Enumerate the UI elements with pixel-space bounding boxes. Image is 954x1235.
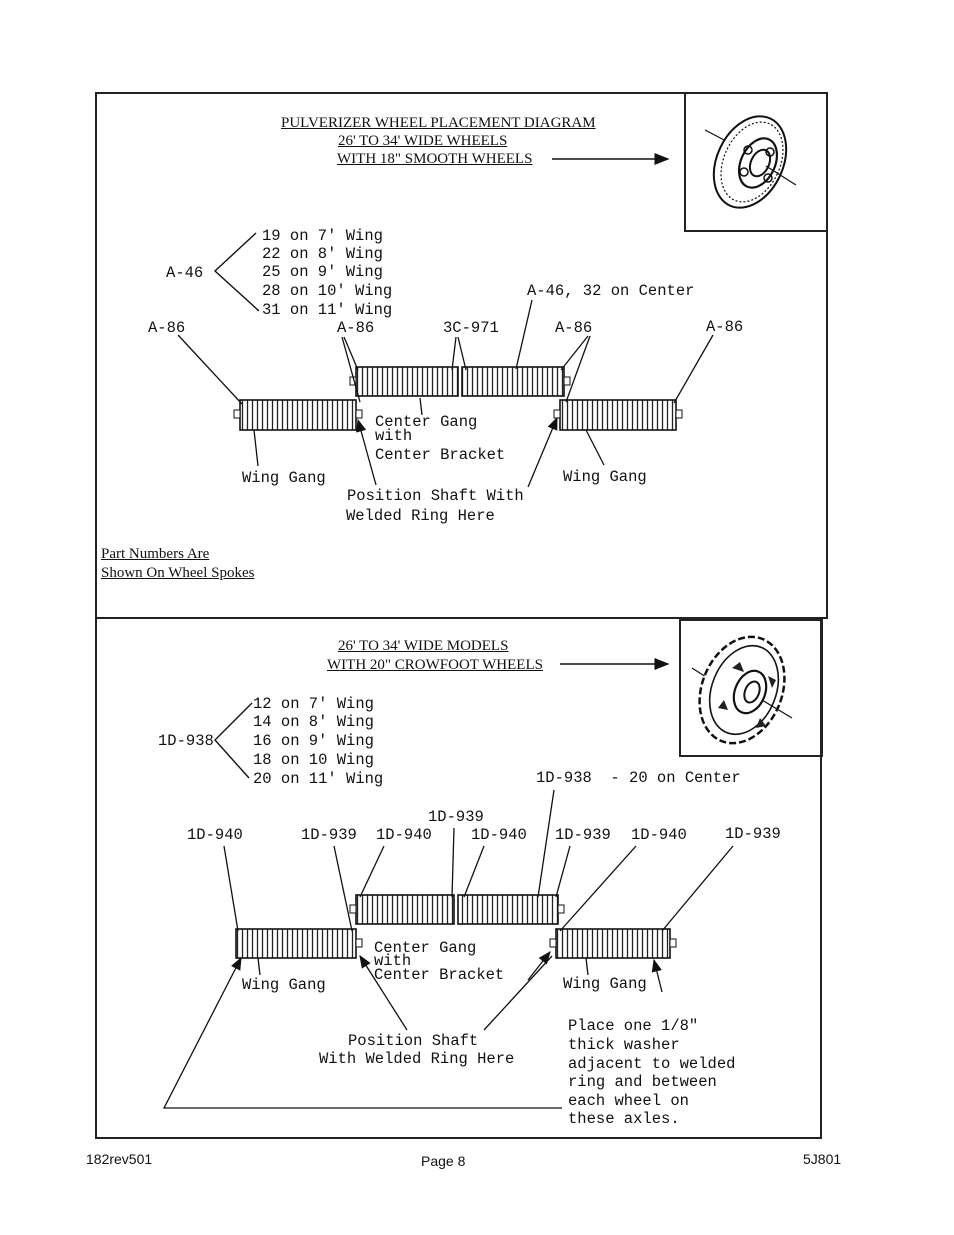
footer-doc-revision: 182rev501 (86, 1151, 153, 1167)
part-numbers-note-2: Shown On Wheel Spokes (101, 565, 255, 581)
bottom-left-wing-gang (235, 928, 363, 959)
bottom-wing-count-2: 14 on 8' Wing (253, 713, 374, 731)
top-center-gang-left (349, 366, 459, 397)
bottom-label-1d940-c: 1D-940 (471, 826, 527, 844)
smooth-wheel-icon (704, 115, 797, 209)
bottom-position-shaft-line-1: Position Shaft (348, 1032, 479, 1050)
washer-note-line-2: thick washer (568, 1036, 680, 1054)
bottom-label-1d939-f: 1D-939 (725, 825, 781, 843)
bottom-title-line-2: WITH 20" CROWFOOT WHEELS (327, 657, 543, 673)
bottom-center-gang-label-1: Center Gang (374, 939, 477, 957)
bottom-wing-count-4: 18 on 10 Wing (253, 751, 374, 769)
top-position-shaft-line-1: Position Shaft With (347, 487, 524, 505)
top-center-count-label: A-46, 32 on Center (527, 282, 695, 300)
top-wing-count-1: 19 on 7' Wing (262, 227, 383, 245)
bottom-label-1d939-top: 1D-939 (428, 808, 484, 826)
bottom-position-shaft-line-2: With Welded Ring Here (319, 1050, 515, 1068)
footer-page-number: Page 8 (421, 1153, 466, 1169)
top-left-wing-gang (233, 399, 363, 431)
washer-note-line-4: ring and between (568, 1073, 717, 1091)
bottom-group-label: 1D-938 (158, 732, 214, 750)
bottom-center-gang-label-3: Center Bracket (374, 966, 505, 984)
top-wing-count-3: 25 on 9' Wing (262, 263, 383, 281)
crowfoot-wheel-icon (691, 635, 793, 745)
top-label-a86-left: A-86 (148, 319, 186, 337)
washer-note-line-3: adjacent to welded (568, 1055, 736, 1073)
bottom-wing-gang-left-label: Wing Gang (242, 976, 326, 994)
top-wing-count-5: 31 on 11' Wing (262, 301, 393, 319)
bottom-label-1d940-left: 1D-940 (187, 826, 243, 844)
top-group-bracket (213, 232, 260, 312)
top-right-wing-gang (553, 399, 683, 431)
bottom-wing-gang-right-label: Wing Gang (563, 975, 647, 993)
top-label-a86-right: A-86 (706, 318, 744, 336)
top-wing-gang-right-label: Wing Gang (563, 468, 647, 486)
washer-note-line-5: each wheel on (568, 1092, 689, 1110)
top-center-gang-label-1: Center Gang (375, 413, 478, 431)
bottom-label-1d940-e: 1D-940 (631, 826, 687, 844)
bottom-right-wing-gang (549, 928, 677, 959)
top-center-gang-label-2: with (375, 427, 413, 445)
top-center-gang-label-3: Center Bracket (375, 446, 506, 464)
top-label-3c971: 3C-971 (443, 319, 499, 337)
bottom-center-gang-label-2: with (374, 952, 412, 970)
top-label-a86-mid: A-86 (337, 319, 375, 337)
bottom-wing-count-3: 16 on 9' Wing (253, 732, 374, 750)
bottom-label-1d939-d: 1D-939 (555, 826, 611, 844)
top-wing-count-2: 22 on 8' Wing (262, 245, 383, 263)
bottom-center-gang-left (349, 894, 455, 925)
bottom-center-count-label: 1D-938 - 20 on Center (536, 769, 741, 787)
top-center-gang-right (461, 366, 571, 397)
washer-note-line-6: these axles. (568, 1110, 680, 1128)
top-title-line-2: 26' TO 34' WIDE WHEELS (338, 133, 508, 149)
crowfoot-wheel-inset-frame (679, 619, 823, 757)
top-label-a86-center-right: A-86 (555, 319, 593, 337)
footer-doc-code: 5J801 (803, 1151, 842, 1167)
bottom-group-bracket (214, 702, 253, 779)
top-title-line-1: PULVERIZER WHEEL PLACEMENT DIAGRAM (281, 115, 596, 131)
bottom-label-1d939-a: 1D-939 (301, 826, 357, 844)
top-group-label: A-46 (166, 264, 204, 282)
top-wing-count-4: 28 on 10' Wing (262, 282, 393, 300)
top-wing-gang-left-label: Wing Gang (242, 469, 326, 487)
bottom-panel-frame (95, 617, 822, 1139)
bottom-wing-count-1: 12 on 7' Wing (253, 695, 374, 713)
bottom-center-gang-right (457, 894, 565, 925)
bottom-title-line-1: 26' TO 34' WIDE MODELS (338, 638, 509, 654)
bottom-wing-count-5: 20 on 11' Wing (253, 770, 384, 788)
bottom-label-1d940-b: 1D-940 (376, 826, 432, 844)
top-title-line-3: WITH 18" SMOOTH WHEELS (337, 151, 533, 167)
smooth-wheel-inset-frame (684, 92, 828, 232)
part-numbers-note-1: Part Numbers Are (101, 546, 210, 562)
top-position-shaft-line-2: Welded Ring Here (346, 507, 495, 525)
washer-note-line-1: Place one 1/8" (568, 1017, 699, 1035)
